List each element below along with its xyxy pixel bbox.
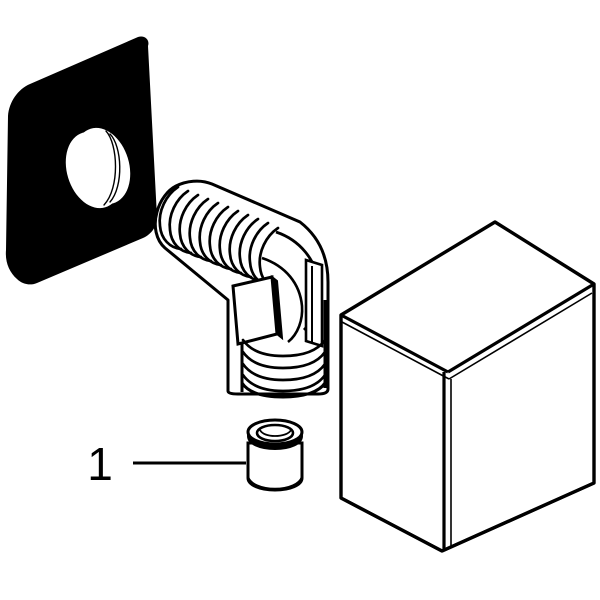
part-escutcheon-plate: [5, 36, 158, 285]
thread-ring: [241, 362, 327, 382]
escutcheon-hole-front-face: [65, 131, 123, 209]
escutcheon-bevel-diagonal-top-right: [129, 47, 144, 92]
cover-box-bottom-edge-left: [340, 496, 443, 553]
cover-box-top-thickness-right: [448, 292, 593, 380]
callout-number-label: 1: [87, 438, 113, 490]
escutcheon-bevel-diagonal-top-left: [19, 94, 64, 119]
thread-ring: [241, 350, 327, 370]
elbow-vertical-thread-group: [241, 338, 327, 393]
thread-arc: [198, 201, 223, 267]
elbow-bottom-rim: [240, 382, 327, 399]
part-sleeve-bushing: [246, 418, 304, 492]
thread-arc: [188, 197, 213, 263]
elbow-flange-tab-face: [231, 275, 279, 346]
elbow-flange-tab-edge: [270, 274, 284, 341]
escutcheon-rim-highlight: [12, 44, 152, 276]
elbow-flange-tab: [231, 274, 284, 346]
callout-1-group: 1: [87, 438, 246, 490]
escutcheon-hole-depth-line-1: [109, 133, 121, 203]
elbow-socket-lip: [304, 258, 324, 348]
sleeve-body: [246, 441, 304, 492]
thread-arc: [178, 193, 203, 259]
thread-ring: [241, 338, 327, 358]
elbow-shoulder-curve: [261, 256, 304, 344]
sleeve-bottom-rim: [246, 476, 304, 491]
sleeve-bore-thread-2: [259, 429, 292, 437]
thread-arc: [218, 209, 243, 275]
thread-ring: [241, 373, 327, 393]
cover-box-top-edge-right: [447, 282, 595, 374]
part-cover-box: [339, 220, 596, 553]
thread-arc: [238, 217, 263, 283]
cover-box-top-edge-left: [340, 313, 449, 374]
escutcheon-bevel-diagonal-bottom-left: [17, 226, 68, 268]
escutcheon-hole-depth-line-2: [103, 130, 117, 206]
part-elbow-fitting: [153, 179, 330, 399]
thread-arc: [168, 189, 193, 255]
thread-arc: [208, 205, 233, 271]
cover-box-top-thickness-left: [341, 321, 450, 380]
cover-box-bottom-edge-right: [441, 481, 595, 553]
thread-arc: [228, 213, 253, 279]
sleeve-bore-thread-1: [257, 434, 293, 442]
thread-arc: [158, 185, 183, 251]
escutcheon-bevel-diagonal-bottom-right: [132, 194, 148, 216]
escutcheon-center-hole: [65, 127, 131, 209]
